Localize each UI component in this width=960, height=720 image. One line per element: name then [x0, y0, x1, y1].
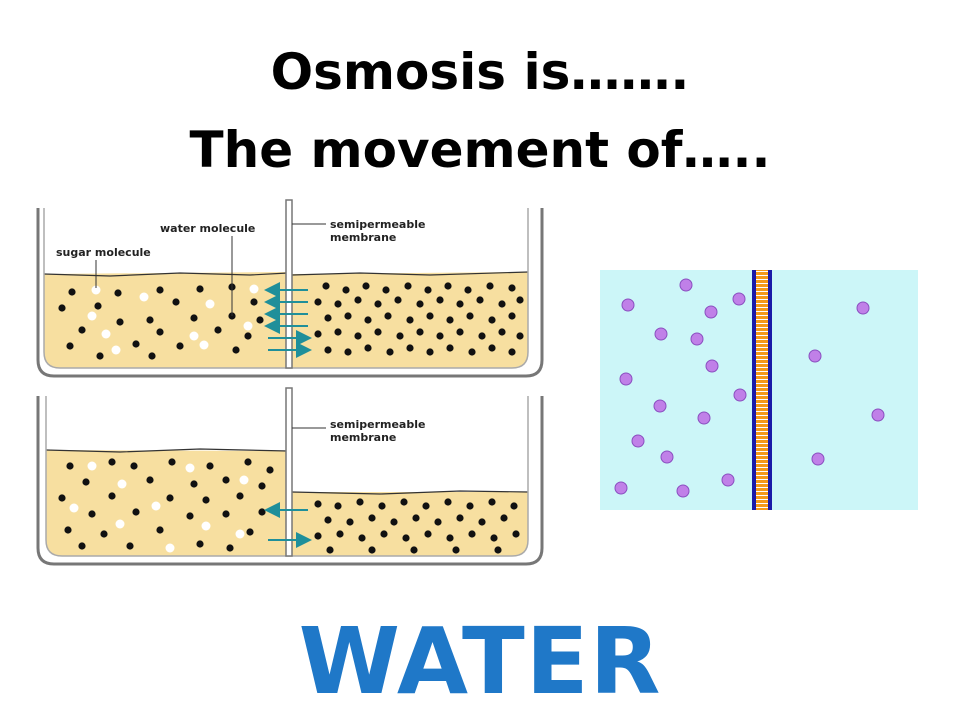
top-left-water-molecules	[58, 283, 264, 360]
top-beaker: water molecule sugar molecule semipermea…	[36, 199, 544, 378]
bottom-left-water-molecules	[58, 458, 274, 552]
bottom-solution-left	[46, 450, 288, 556]
top-membrane	[285, 199, 293, 369]
bottom-left-sugar-molecules	[69, 461, 249, 553]
answer-water: WATER	[298, 608, 662, 715]
title-line-2: The movement of…..	[189, 121, 771, 179]
top-beaker-wall	[36, 208, 544, 378]
bottom-membrane	[285, 387, 293, 557]
label-top-membrane-1: semipermeable	[330, 218, 425, 231]
label-bottom-membrane-2: membrane	[330, 431, 396, 444]
label-water-molecule: water molecule	[160, 222, 255, 235]
label-bottom-membrane-1: semipermeable	[330, 418, 425, 431]
membrane-solute-panel	[600, 270, 918, 510]
top-right-water-molecules	[314, 282, 524, 356]
top-left-sugar-molecules	[87, 284, 259, 355]
top-solution-left	[44, 272, 288, 368]
top-flow-arrows	[264, 282, 312, 358]
title-line-1: Osmosis is…….	[270, 43, 690, 101]
label-sugar-molecule: sugar molecule	[56, 246, 151, 259]
bottom-right-water-molecules	[314, 498, 520, 554]
bottom-flow-arrows	[264, 502, 312, 548]
label-top-membrane-2: membrane	[330, 231, 396, 244]
solute-particles	[614, 278, 885, 498]
panel-membrane-core	[756, 270, 768, 510]
bottom-beaker: semipermeable membrane	[36, 387, 544, 566]
bottom-beaker-wall	[36, 396, 544, 566]
